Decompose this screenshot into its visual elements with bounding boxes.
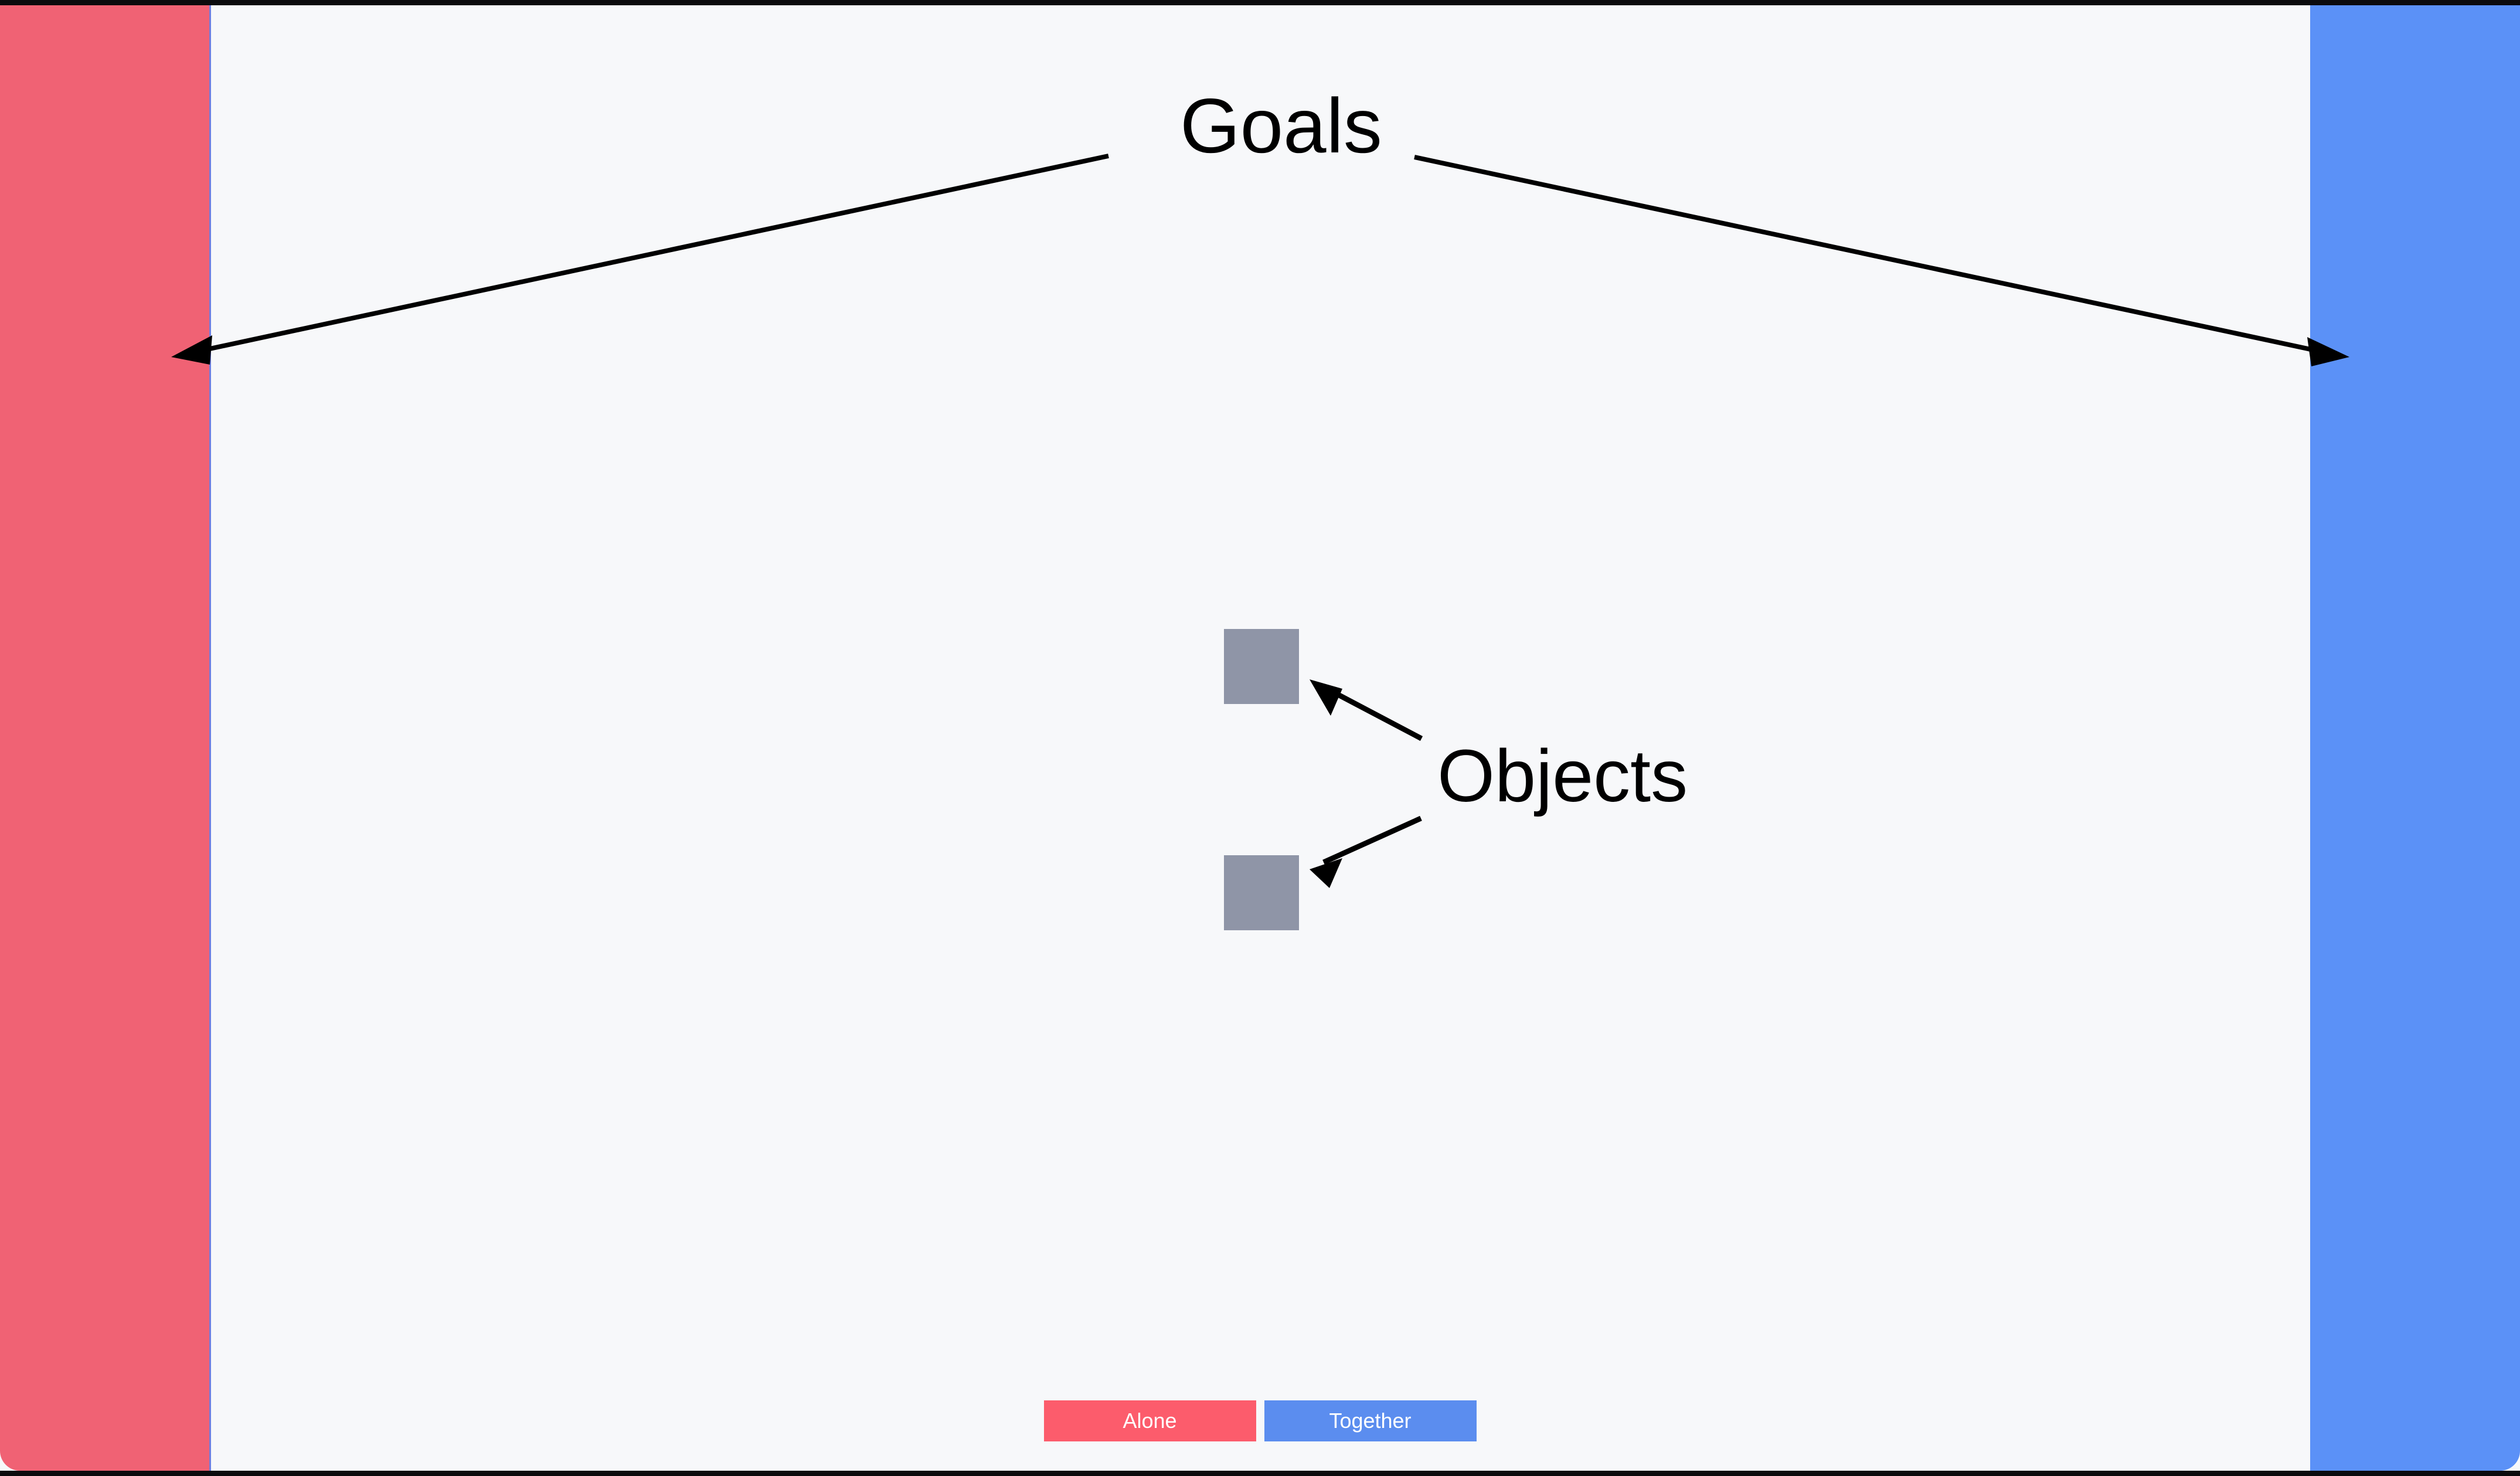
objects-bottom-arrow	[1310, 815, 1422, 888]
objects-label: Objects	[1437, 734, 1688, 817]
object-block-bottom[interactable]	[1224, 855, 1299, 930]
goals-label: Goals	[1180, 83, 1382, 169]
annotation-arrow-layer	[171, 154, 2349, 888]
together-button[interactable]: Together	[1264, 1400, 1477, 1441]
mode-button-bar: Alone Together	[0, 1400, 2520, 1441]
objects-top-arrow	[1310, 679, 1423, 741]
object-block-top[interactable]	[1224, 629, 1299, 704]
red-goal-region	[0, 5, 211, 1471]
goals-right-arrow	[1414, 155, 2349, 366]
goals-left-arrow	[171, 154, 1109, 365]
alone-button[interactable]: Alone	[1043, 1400, 1256, 1441]
blue-goal-region	[2310, 5, 2520, 1471]
